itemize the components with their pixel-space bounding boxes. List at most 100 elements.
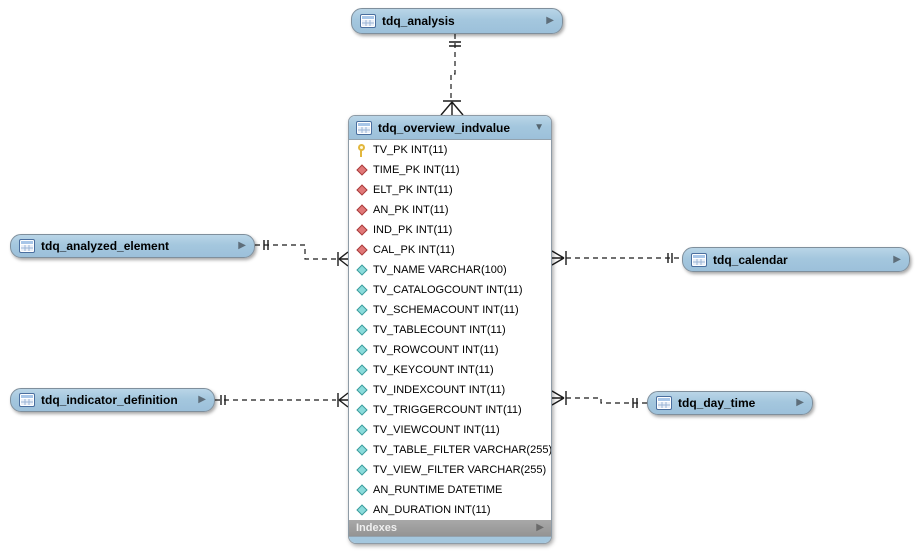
table-tdq-indicator-definition[interactable]: tdq_indicator_definition ▶ [10,388,215,412]
expand-arrow-icon[interactable]: ▶ [893,253,901,265]
column-row[interactable]: TV_TRIGGERCOUNT INT(11) [349,400,551,420]
table-title: tdq_day_time [678,396,756,410]
expand-indexes-icon[interactable]: ▶ [536,522,544,533]
column-row[interactable]: TV_NAME VARCHAR(100) [349,260,551,280]
expand-arrow-icon[interactable]: ▶ [238,240,246,251]
column-icon [356,344,367,357]
crow-foot-marker [338,251,349,267]
cardinality-one-marker [632,398,638,408]
column-icon [356,384,367,397]
column-icon [356,484,367,497]
table-title: tdq_calendar [713,252,788,267]
foreign-key-icon [356,244,367,257]
relationship-line[interactable] [566,397,647,404]
foreign-key-icon [356,224,367,237]
column-row[interactable]: TV_TABLE_FILTER VARCHAR(255) [349,440,551,460]
foreign-key-icon [356,184,367,197]
table-title: tdq_indicator_definition [41,393,178,407]
column-label: TV_TABLECOUNT INT(11) [373,324,506,336]
table-tdq-overview-indvalue[interactable]: tdq_overview_indvalue ▼ TV_PK INT(11) TIM… [348,115,552,544]
column-icon [356,284,367,297]
table-icon [691,252,707,267]
column-icon [356,444,367,457]
column-row[interactable]: TV_PK INT(11) [349,140,551,160]
relationship-overview-calendar[interactable] [551,250,682,266]
table-title: tdq_analysis [382,14,455,28]
column-label: AN_PK INT(11) [373,204,449,216]
primary-key-icon [356,143,367,157]
column-label: TV_SCHEMACOUNT INT(11) [373,304,519,316]
column-row[interactable]: TIME_PK INT(11) [349,160,551,180]
column-label: TV_VIEW_FILTER VARCHAR(255) [373,464,547,476]
column-icon [356,364,367,377]
column-row[interactable]: ELT_PK INT(11) [349,180,551,200]
column-label: TV_PK INT(11) [373,144,448,156]
table-header[interactable]: tdq_overview_indvalue ▼ [349,116,551,140]
table-icon [360,14,376,28]
table-icon [19,239,35,253]
column-row[interactable]: CAL_PK INT(11) [349,240,551,260]
column-row[interactable]: TV_SCHEMACOUNT INT(11) [349,300,551,320]
crow-foot-marker [551,390,565,406]
column-row[interactable]: TV_VIEW_FILTER VARCHAR(255) [349,460,551,480]
table-title: tdq_overview_indvalue [378,120,511,135]
column-row[interactable]: TV_VIEWCOUNT INT(11) [349,420,551,440]
column-label: TV_VIEWCOUNT INT(11) [373,424,500,436]
column-icon [356,304,367,317]
table-bottom-strip [349,536,551,543]
table-tdq-analysis[interactable]: tdq_analysis ▶ [351,8,563,34]
relationship-indicator-definition-overview[interactable] [215,392,349,408]
indexes-bar[interactable]: Indexes ▶ [349,520,551,536]
cardinality-one-marker [667,253,673,263]
table-title: tdq_analyzed_element [41,239,170,253]
relationship-analyzed-element-overview[interactable] [255,240,349,267]
column-row[interactable]: AN_DURATION INT(11) [349,500,551,520]
crow-foot-marker [338,392,349,408]
table-tdq-calendar[interactable]: tdq_calendar ▶ [682,247,910,272]
cardinality-one-marker [263,240,269,250]
column-row[interactable]: TV_INDEXCOUNT INT(11) [349,380,551,400]
column-row[interactable]: TV_ROWCOUNT INT(11) [349,340,551,360]
table-icon [656,396,672,410]
column-list: TV_PK INT(11) TIME_PK INT(11) ELT_PK INT(1… [349,140,551,520]
column-label: AN_RUNTIME DATETIME [373,484,503,496]
column-label: TIME_PK INT(11) [373,164,460,176]
column-label: TV_INDEXCOUNT INT(11) [373,384,506,396]
column-row[interactable]: IND_PK INT(11) [349,220,551,240]
column-icon [356,424,367,437]
column-label: TV_ROWCOUNT INT(11) [373,344,499,356]
column-icon [356,404,367,417]
column-row[interactable]: TV_CATALOGCOUNT INT(11) [349,280,551,300]
column-icon [356,464,367,477]
indexes-label: Indexes [356,522,397,534]
relationship-analysis-overview[interactable] [440,34,464,116]
column-icon [356,324,367,337]
column-row[interactable]: TV_KEYCOUNT INT(11) [349,360,551,380]
cardinality-one-marker [220,395,226,405]
column-icon [356,264,367,277]
expand-arrow-icon[interactable]: ▶ [796,397,804,408]
column-row[interactable]: AN_PK INT(11) [349,200,551,220]
foreign-key-icon [356,204,367,217]
table-icon [356,120,372,135]
relationship-line[interactable] [255,244,337,260]
table-tdq-day-time[interactable]: tdq_day_time ▶ [647,391,813,415]
expand-arrow-icon[interactable]: ▶ [546,15,554,26]
collapse-arrow-icon[interactable]: ▼ [534,121,544,133]
column-label: ELT_PK INT(11) [373,184,453,196]
relationship-line[interactable] [450,34,456,100]
crow-foot-marker [551,250,565,266]
column-label: AN_DURATION INT(11) [373,504,491,516]
column-label: CAL_PK INT(11) [373,244,455,256]
column-row[interactable]: AN_RUNTIME DATETIME [349,480,551,500]
expand-arrow-icon[interactable]: ▶ [198,394,206,405]
relationship-overview-day-time[interactable] [551,390,647,408]
crow-foot-marker [440,101,464,116]
table-tdq-analyzed-element[interactable]: tdq_analyzed_element ▶ [10,234,255,258]
foreign-key-icon [356,164,367,177]
column-label: TV_TABLE_FILTER VARCHAR(255) [373,444,552,456]
column-row[interactable]: TV_TABLECOUNT INT(11) [349,320,551,340]
column-icon [356,504,367,517]
